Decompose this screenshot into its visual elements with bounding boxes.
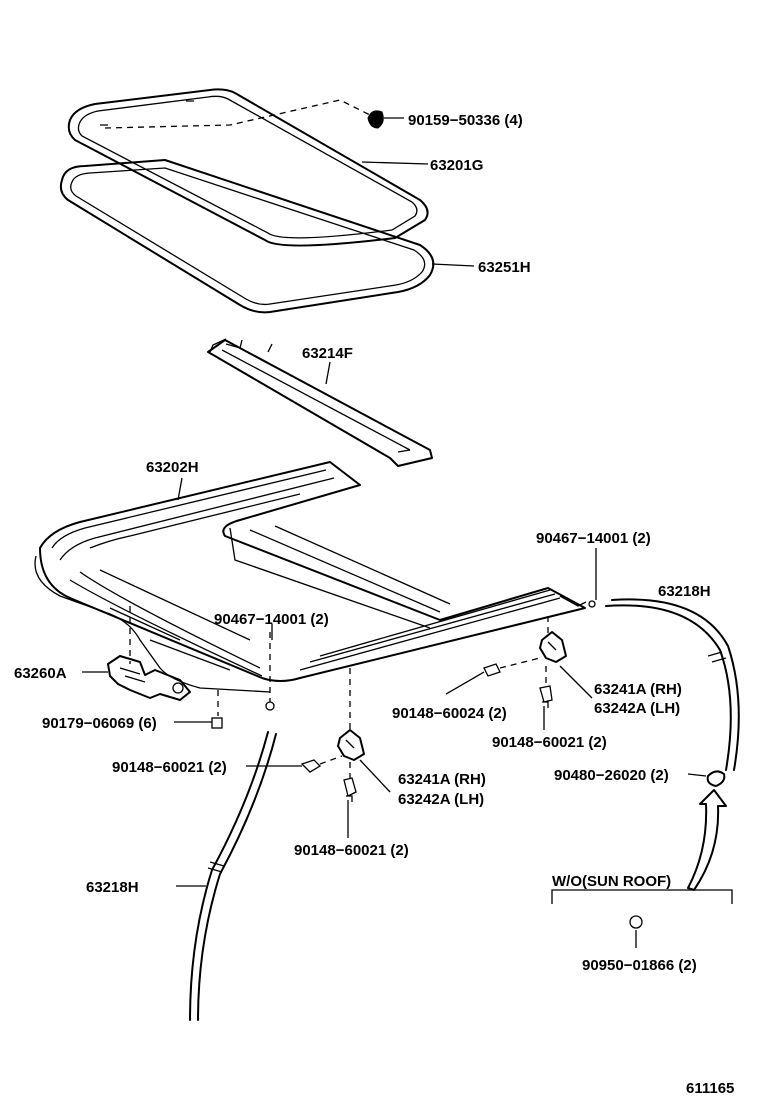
housing-frame-drawing [34, 461, 587, 693]
bracket-center-drawing [337, 729, 365, 761]
label-63218h-left: 63218H [86, 879, 139, 896]
label-63241a-center: 63241A (RH) [398, 771, 486, 788]
label-63251h: 63251H [478, 259, 531, 276]
alignment-lines [129, 606, 549, 778]
label-63241a-right: 63241A (RH) [594, 681, 682, 698]
label-63242a-right: 63242A (LH) [594, 700, 680, 717]
label-63202h: 63202H [146, 459, 199, 476]
glass-panel-drawing [67, 88, 429, 247]
label-63201g: 63201G [430, 157, 483, 174]
label-90148-60024: 90148−60024 (2) [392, 705, 507, 722]
label-63260a: 63260A [14, 665, 67, 682]
drain-hose-right [605, 598, 740, 771]
label-90467-14001-center: 90467−14001 (2) [214, 611, 329, 628]
label-63218h-right: 63218H [658, 583, 711, 600]
label-90467-14001-right: 90467−14001 (2) [536, 530, 651, 547]
wo-sunroof-callout [551, 789, 733, 904]
label-90179-06069: 90179−06069 (6) [42, 715, 157, 732]
motor-drawing [107, 655, 191, 701]
label-90950-01866: 90950−01866 (2) [582, 957, 697, 974]
label-90159-50336: 90159−50336 (4) [408, 112, 523, 129]
label-90480-26020: 90480−26020 (2) [554, 767, 669, 784]
drain-hose-left [189, 731, 277, 1021]
label-63214f: 63214F [302, 345, 353, 362]
part-labels: 90159−50336 (4) 63201G 63251H 63214F 632… [14, 112, 734, 1097]
label-63242a-center: 63242A (LH) [398, 791, 484, 808]
label-90148-60021-bottom: 90148−60021 (2) [294, 842, 409, 859]
bracket-right-drawing [539, 631, 567, 663]
leader-lines [82, 117, 707, 948]
label-wo-sunroof: W/O(SUN ROOF) [552, 873, 671, 890]
label-90148-60021-right: 90148−60021 (2) [492, 734, 607, 751]
deflector-drawing [207, 338, 433, 467]
label-90148-60021-left: 90148−60021 (2) [112, 759, 227, 776]
figure-number: 611165 [686, 1080, 734, 1097]
weatherstrip-drawing [59, 159, 435, 314]
